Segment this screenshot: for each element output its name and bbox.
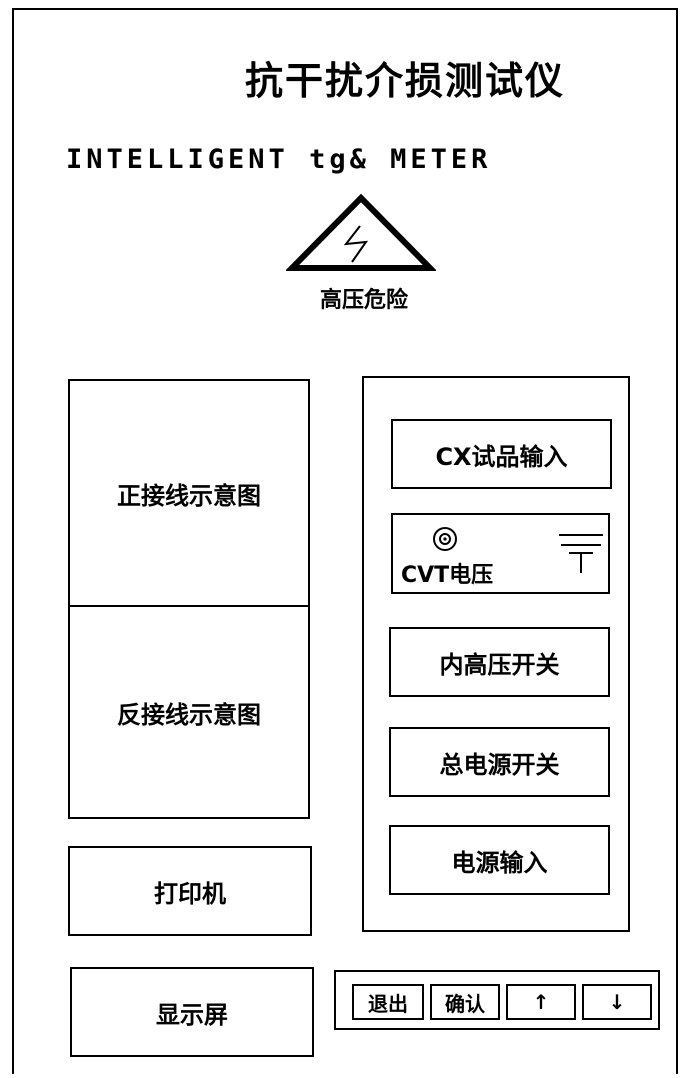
power-input[interactable]: 电源输入 xyxy=(389,825,610,895)
high-voltage-warning-icon xyxy=(286,193,436,271)
confirm-key-label: 确认 xyxy=(445,991,485,1016)
device-title: 抗干扰介损测试仪 xyxy=(245,59,566,103)
down-key[interactable]: ↓ xyxy=(582,984,652,1020)
printer[interactable]: 打印机 xyxy=(68,846,312,936)
connector-panel xyxy=(362,376,630,932)
down-arrow-icon: ↓ xyxy=(608,990,626,1014)
main-power-switch[interactable]: 总电源开关 xyxy=(389,727,610,797)
coaxial-connector-icon xyxy=(433,527,457,551)
main-power-switch-label: 总电源开关 xyxy=(439,750,560,779)
forward-wiring-diagram: 正接线示意图 xyxy=(68,379,310,607)
display-screen-label: 显示屏 xyxy=(156,1000,228,1029)
power-input-label: 电源输入 xyxy=(451,848,548,877)
ground-icon xyxy=(559,534,603,573)
inner-high-voltage-switch[interactable]: 内高压开关 xyxy=(389,627,610,697)
reverse-wiring-diagram: 反接线示意图 xyxy=(68,605,310,819)
exit-key-label: 退出 xyxy=(368,991,408,1016)
cx-sample-input[interactable]: CX试品输入 xyxy=(391,419,612,489)
cvt-voltage-label: CVT电压 xyxy=(401,563,494,588)
exit-key[interactable]: 退出 xyxy=(352,984,424,1020)
confirm-key[interactable]: 确认 xyxy=(430,984,500,1020)
device-panel-outline xyxy=(12,8,678,1074)
printer-label: 打印机 xyxy=(154,879,226,908)
cvt-voltage-input[interactable]: CVT电压 xyxy=(391,513,610,594)
display-screen: 显示屏 xyxy=(70,967,314,1057)
keypad: 退出 确认 ↑ ↓ xyxy=(334,970,660,1030)
forward-wiring-diagram-label: 正接线示意图 xyxy=(117,481,261,510)
device-subtitle: INTELLIGENT tg& METER xyxy=(66,144,492,175)
up-key[interactable]: ↑ xyxy=(506,984,576,1020)
cx-sample-input-label: CX试品输入 xyxy=(435,442,568,471)
reverse-wiring-diagram-label: 反接线示意图 xyxy=(117,700,261,729)
inner-high-voltage-switch-label: 内高压开关 xyxy=(439,650,560,679)
up-arrow-icon: ↑ xyxy=(532,990,550,1014)
high-voltage-warning-label: 高压危险 xyxy=(319,288,408,313)
